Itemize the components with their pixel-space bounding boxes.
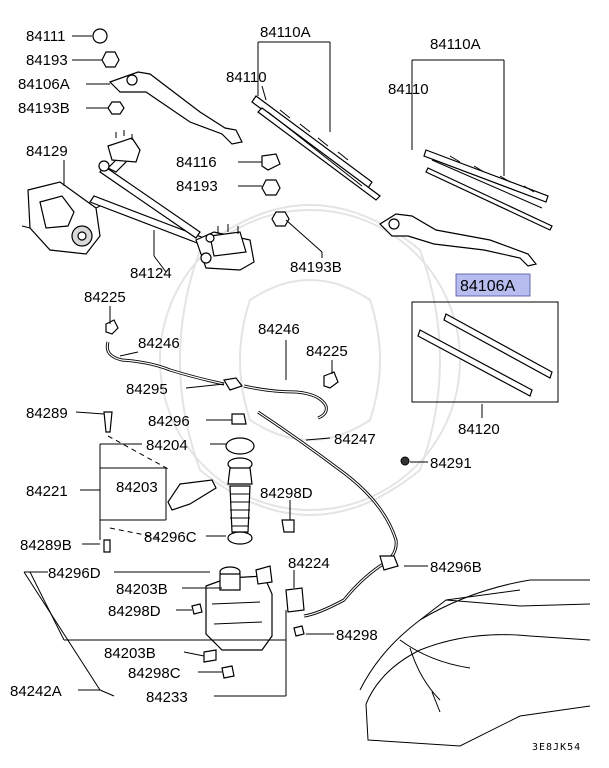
grommet-c-part[interactable]: [221, 665, 235, 679]
label-84242a[interactable]: 84242A: [10, 683, 62, 700]
nozzle-right-part[interactable]: [323, 371, 339, 389]
wiper-arm-left-part[interactable]: [108, 71, 243, 145]
part-labels: 84111 84193 84106A 84193B 84129 84124 84…: [10, 24, 581, 753]
label-84247[interactable]: 84247: [334, 431, 376, 448]
filler-cap-part[interactable]: [225, 437, 255, 455]
reservoir-group: [103, 411, 305, 679]
pump-seal-part[interactable]: [293, 625, 305, 637]
label-84298d-right[interactable]: 84298D: [260, 485, 313, 502]
joint-part[interactable]: [223, 377, 243, 391]
nut-b-part[interactable]: [107, 101, 125, 115]
label-84203b-top[interactable]: 84203B: [116, 581, 168, 598]
washer-tank-part[interactable]: [205, 565, 273, 651]
label-84106a-left[interactable]: 84106A: [18, 76, 70, 93]
hose-clip-b-part[interactable]: [379, 555, 399, 571]
label-84233[interactable]: 84233: [146, 689, 188, 706]
label-84203b-bottom[interactable]: 84203B: [104, 645, 156, 662]
label-84246-right[interactable]: 84246: [258, 321, 300, 338]
label-84296b[interactable]: 84296B: [430, 559, 482, 576]
car-front-outline: [359, 579, 591, 747]
label-84298[interactable]: 84298: [336, 627, 378, 644]
label-84204[interactable]: 84204: [146, 437, 188, 454]
highlight-box: [455, 273, 531, 297]
link-rod-part[interactable]: [89, 130, 255, 271]
label-84221[interactable]: 84221: [26, 483, 68, 500]
label-84296[interactable]: 84296: [148, 413, 190, 430]
label-84129[interactable]: 84129: [26, 143, 68, 160]
wiper-motor-part[interactable]: [21, 181, 105, 255]
pivot-nut-part[interactable]: [261, 179, 281, 196]
wiper-blade-center-part[interactable]: [251, 95, 381, 201]
label-84193-pivot[interactable]: 84193: [176, 178, 218, 195]
label-84110-center[interactable]: 84110: [226, 69, 267, 86]
leader-lines: [23, 35, 505, 697]
bracket-part[interactable]: [167, 479, 217, 511]
label-84225-right[interactable]: 84225: [306, 343, 348, 360]
grommet-d-part[interactable]: [191, 603, 203, 615]
bracket-b-part[interactable]: [203, 649, 217, 663]
label-84116[interactable]: 84116: [176, 154, 217, 171]
screw-b-part[interactable]: [103, 539, 111, 553]
pivot-nut-b-part[interactable]: [271, 211, 290, 227]
nut-part[interactable]: [101, 51, 120, 68]
clip-part[interactable]: [231, 413, 247, 425]
grommet-part[interactable]: [400, 456, 410, 466]
drawing-code: 3E8JK54: [532, 742, 581, 753]
pump-grommet-part[interactable]: [281, 519, 295, 533]
screw-part[interactable]: [103, 411, 113, 433]
label-84298c[interactable]: 84298C: [128, 665, 181, 682]
label-84193b[interactable]: 84193B: [18, 100, 70, 117]
label-84289[interactable]: 84289: [26, 405, 68, 422]
label-84193b-pivot[interactable]: 84193B: [290, 259, 342, 276]
pivot-cap-part[interactable]: [261, 153, 281, 171]
label-84106a-right[interactable]: 84106A: [460, 278, 515, 295]
cap-part[interactable]: [92, 28, 108, 44]
label-84110-right[interactable]: 84110: [388, 81, 429, 98]
washer-pump-part[interactable]: [285, 587, 305, 613]
label-84291[interactable]: 84291: [430, 455, 472, 472]
wiper-linkage-group: [21, 28, 290, 271]
label-84203[interactable]: 84203: [116, 479, 158, 496]
nozzle-left-part[interactable]: [105, 319, 119, 335]
label-84111[interactable]: 84111: [26, 28, 66, 45]
label-84246-left[interactable]: 84246: [138, 335, 180, 352]
label-84296d[interactable]: 84296D: [48, 565, 101, 582]
refill-box: [411, 301, 559, 403]
label-84193[interactable]: 84193: [26, 52, 68, 69]
label-84296c[interactable]: 84296C: [144, 529, 197, 546]
filler-neck-part[interactable]: [227, 485, 253, 545]
washer-hoses-group: [105, 319, 410, 618]
wiper-arm-right-part[interactable]: [379, 213, 538, 267]
blade-refill-part[interactable]: [417, 313, 553, 397]
label-84298d-left[interactable]: 84298D: [108, 603, 161, 620]
watermark-emblem: [159, 204, 461, 516]
label-84295[interactable]: 84295: [126, 381, 168, 398]
label-84289b[interactable]: 84289B: [20, 537, 72, 554]
label-84110a-center[interactable]: 84110A: [260, 24, 311, 41]
label-84225-left[interactable]: 84225: [84, 289, 126, 306]
label-84124[interactable]: 84124: [130, 265, 172, 282]
wiper-blade-right-part[interactable]: [423, 149, 553, 231]
label-84110a-right[interactable]: 84110A: [430, 36, 481, 53]
label-84224[interactable]: 84224: [288, 555, 330, 572]
label-84120[interactable]: 84120: [458, 421, 500, 438]
